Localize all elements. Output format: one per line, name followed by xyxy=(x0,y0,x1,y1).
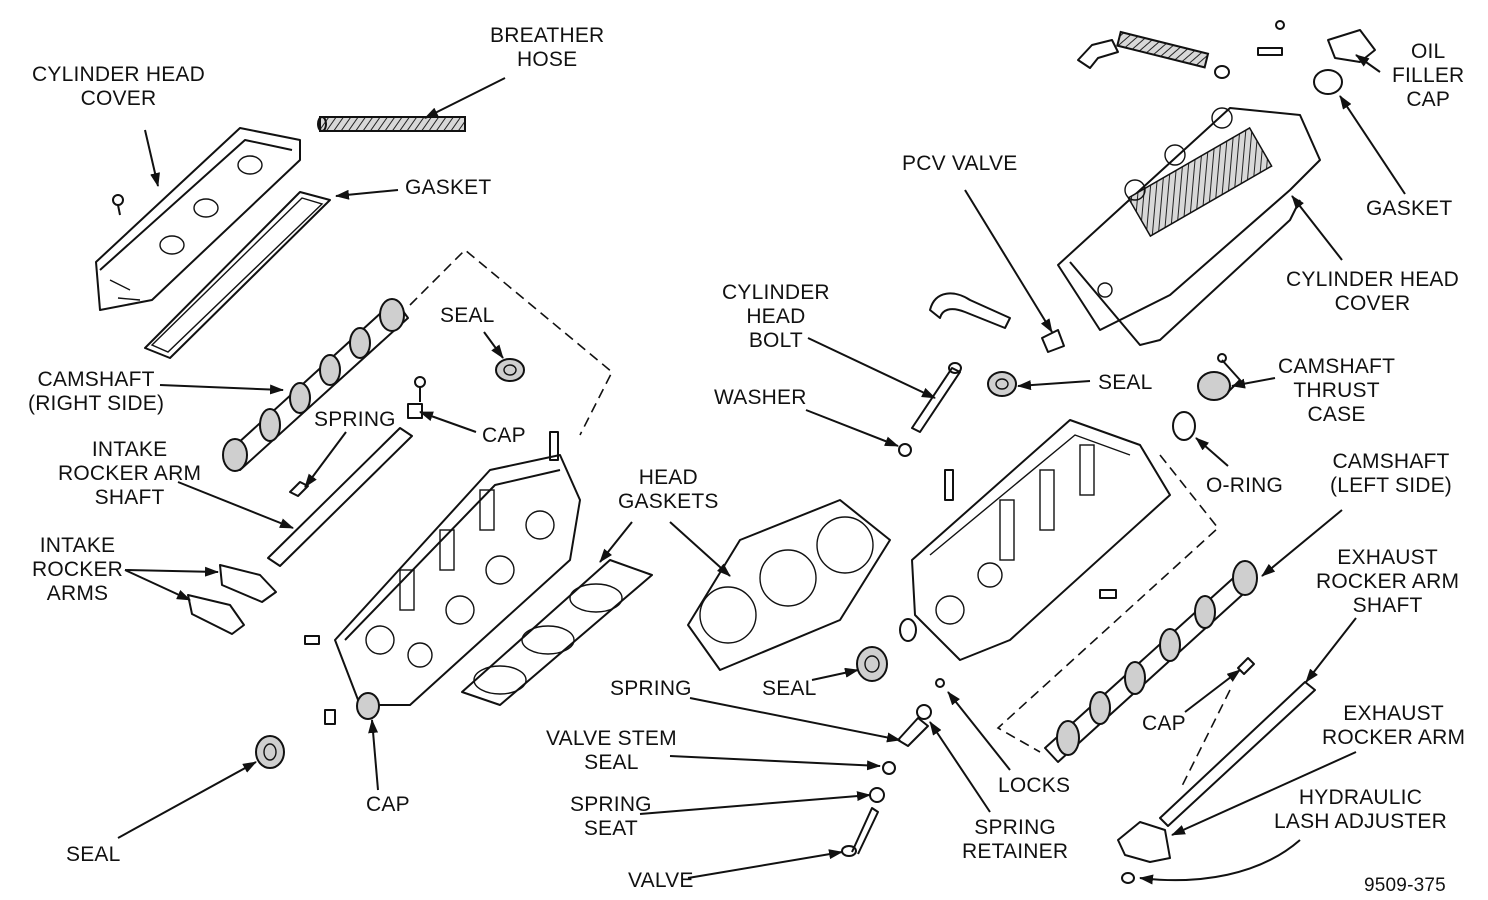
label-seal-center: SEAL xyxy=(762,677,817,700)
left-cylinder-head xyxy=(334,454,581,706)
label-cylinder-head-bolt: CYLINDER HEAD BOLT xyxy=(722,281,830,352)
center-head-gasket xyxy=(687,499,891,671)
label-cylinder-head-cover-right: CYLINDER HEAD COVER xyxy=(1286,268,1459,315)
label-cap-lower: CAP xyxy=(366,793,410,816)
left-dowel xyxy=(549,431,559,461)
figure-number: 9509-375 xyxy=(1364,875,1446,896)
label-valve: VALVE xyxy=(628,869,694,892)
right-camshaft xyxy=(222,298,409,472)
leader-lines xyxy=(117,54,1406,885)
label-camshaft-right: CAMSHAFT (RIGHT SIDE) xyxy=(28,368,165,415)
label-cap-right: CAP xyxy=(1142,712,1186,735)
label-spring-retainer: SPRING RETAINER xyxy=(962,816,1069,863)
left-breather-hose xyxy=(317,116,466,132)
label-head-gaskets: HEAD GASKETS xyxy=(618,466,719,513)
valve-assembly-part xyxy=(841,678,945,857)
cap-upper-part xyxy=(407,376,426,419)
right-cap-dash xyxy=(1179,689,1231,791)
label-exhaust-rocker-shaft: EXHAUST ROCKER ARM SHAFT xyxy=(1316,546,1460,617)
cap-lower-part xyxy=(304,635,380,725)
spring-small-part xyxy=(289,481,309,497)
seal-bottom-left-part xyxy=(255,735,285,769)
label-o-ring: O-RING xyxy=(1206,474,1284,497)
label-pcv-valve: PCV VALVE xyxy=(902,152,1018,175)
label-hydraulic-lash-adjuster: HYDRAULIC LASH ADJUSTER xyxy=(1274,786,1447,833)
label-seal-mid-right: SEAL xyxy=(1098,371,1153,394)
label-exhaust-rocker-arm: EXHAUST ROCKER ARM xyxy=(1322,702,1466,749)
label-gasket-right: GASKET xyxy=(1366,197,1453,220)
label-camshaft-thrust-case: CAMSHAFT THRUST CASE xyxy=(1278,355,1396,426)
label-spring-valve: SPRING xyxy=(610,677,692,700)
seal-center-part xyxy=(856,618,917,682)
label-gasket-left: GASKET xyxy=(405,176,492,199)
pcv-valve-part xyxy=(929,292,1065,353)
label-oil-filler-cap: OIL FILLER CAP xyxy=(1392,40,1465,111)
label-valve-stem-seal: VALVE STEM SEAL xyxy=(546,727,677,774)
seal-mid-right-part xyxy=(987,371,1017,397)
left-dash-line xyxy=(409,248,614,436)
label-spring-seat: SPRING SEAT xyxy=(570,793,652,840)
label-intake-rocker-shaft: INTAKE ROCKER ARM SHAFT xyxy=(58,438,202,509)
left-camshaft-part xyxy=(1044,560,1258,763)
camshaft-thrust-case-part xyxy=(1172,353,1241,441)
right-cylinder-head-cover xyxy=(1057,107,1321,346)
right-dash-line xyxy=(996,454,1220,753)
label-seal-top: SEAL xyxy=(440,304,495,327)
label-intake-rocker-arms: INTAKE ROCKER ARMS xyxy=(32,534,124,605)
left-head-gasket xyxy=(461,559,653,706)
exhaust-rocker-arm-part xyxy=(1117,821,1171,884)
left-cover-gasket xyxy=(144,191,331,359)
cylinder-head-bolt-part xyxy=(898,362,962,457)
label-seal-bottom-left: SEAL xyxy=(66,843,121,866)
seal-top-part xyxy=(495,358,525,382)
right-cylinder-head xyxy=(911,419,1171,661)
label-washer: WASHER xyxy=(714,386,807,409)
intake-rocker-arms-part xyxy=(187,564,277,635)
label-camshaft-left: CAMSHAFT (LEFT SIDE) xyxy=(1330,450,1452,497)
intake-rocker-shaft-part xyxy=(267,427,413,567)
label-cap-upper: CAP xyxy=(482,424,526,447)
exhaust-rocker-shaft-part xyxy=(1159,657,1316,827)
label-cylinder-head-cover-left: CYLINDER HEAD COVER xyxy=(32,63,205,110)
right-breather-hose xyxy=(1077,20,1285,79)
label-breather-hose: BREATHER HOSE xyxy=(490,24,605,71)
left-cylinder-head-cover xyxy=(95,127,301,311)
label-spring-upper: SPRING xyxy=(314,408,396,431)
label-locks: LOCKS xyxy=(998,774,1071,797)
